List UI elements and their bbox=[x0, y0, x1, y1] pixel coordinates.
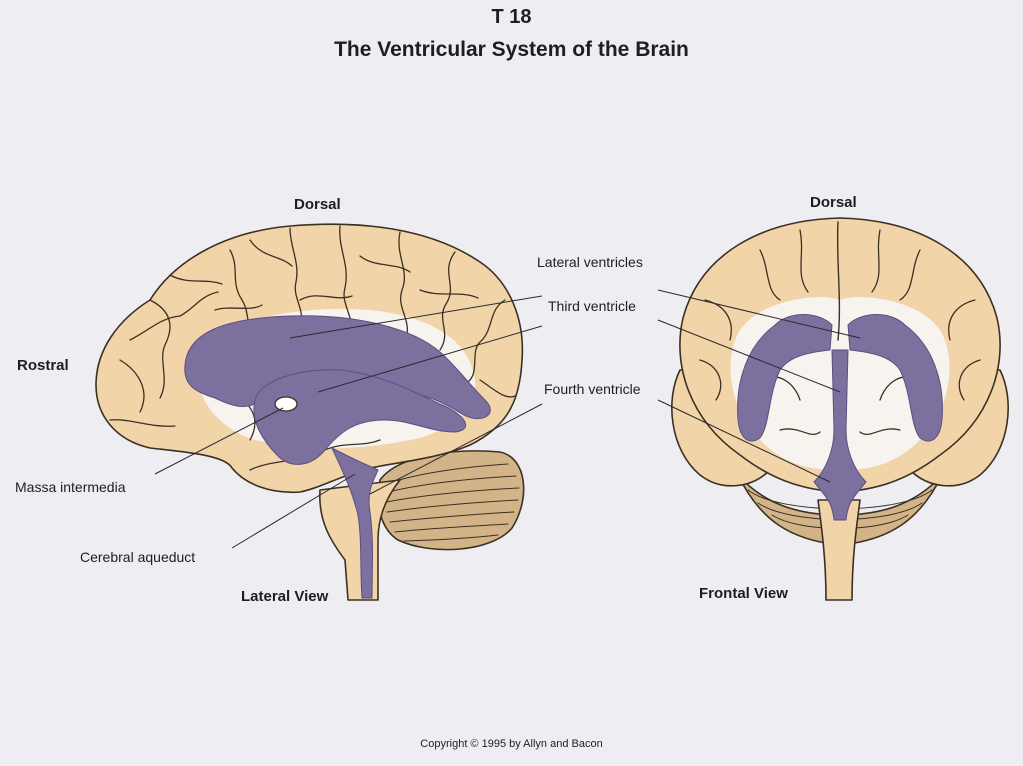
lateral-ventricle-left bbox=[737, 314, 833, 442]
leader-lateral-ventricles-left bbox=[289, 295, 543, 339]
third-ventricle-shape bbox=[253, 369, 467, 465]
leader-fourth-ventricle-right bbox=[657, 399, 831, 483]
figure-title: The Ventricular System of the Brain bbox=[334, 38, 689, 61]
leader-lateral-ventricles-right bbox=[657, 289, 861, 339]
label-fourth-ventricle: Fourth ventricle bbox=[544, 381, 641, 397]
lateral-ventricle-right bbox=[847, 314, 943, 442]
label-lateral-view: Lateral View bbox=[241, 588, 329, 605]
label-frontal-view: Frontal View bbox=[699, 585, 788, 602]
leader-cerebral-aqueduct bbox=[231, 473, 356, 549]
label-rostral: Rostral bbox=[17, 357, 69, 374]
label-dorsal-left: Dorsal bbox=[294, 196, 341, 213]
label-lateral-ventricles: Lateral ventricles bbox=[537, 254, 643, 270]
label-cerebral-aqueduct: Cerebral aqueduct bbox=[80, 549, 196, 565]
aqueduct-shape bbox=[331, 447, 379, 599]
third-ventricle-frontal bbox=[813, 349, 867, 521]
spinal-cord-frontal bbox=[817, 499, 861, 601]
leader-massa-intermedia bbox=[154, 407, 284, 475]
lateral-view-brain bbox=[95, 223, 525, 601]
frontal-view-brain bbox=[671, 217, 1009, 601]
leader-third-ventricle-right bbox=[657, 319, 841, 393]
leader-fourth-ventricle-left bbox=[369, 403, 543, 495]
massa-intermedia-mark bbox=[274, 396, 298, 412]
label-third-ventricle: Third ventricle bbox=[548, 298, 636, 314]
figure-code: T 18 bbox=[491, 6, 532, 28]
label-massa-intermedia: Massa intermedia bbox=[15, 479, 126, 495]
leader-lines bbox=[154, 289, 861, 549]
cerebellum-lateral bbox=[377, 450, 525, 551]
label-dorsal-right: Dorsal bbox=[810, 194, 857, 211]
copyright-text: Copyright © 1995 by Allyn and Bacon bbox=[420, 738, 603, 750]
leader-third-ventricle-left bbox=[317, 325, 543, 393]
